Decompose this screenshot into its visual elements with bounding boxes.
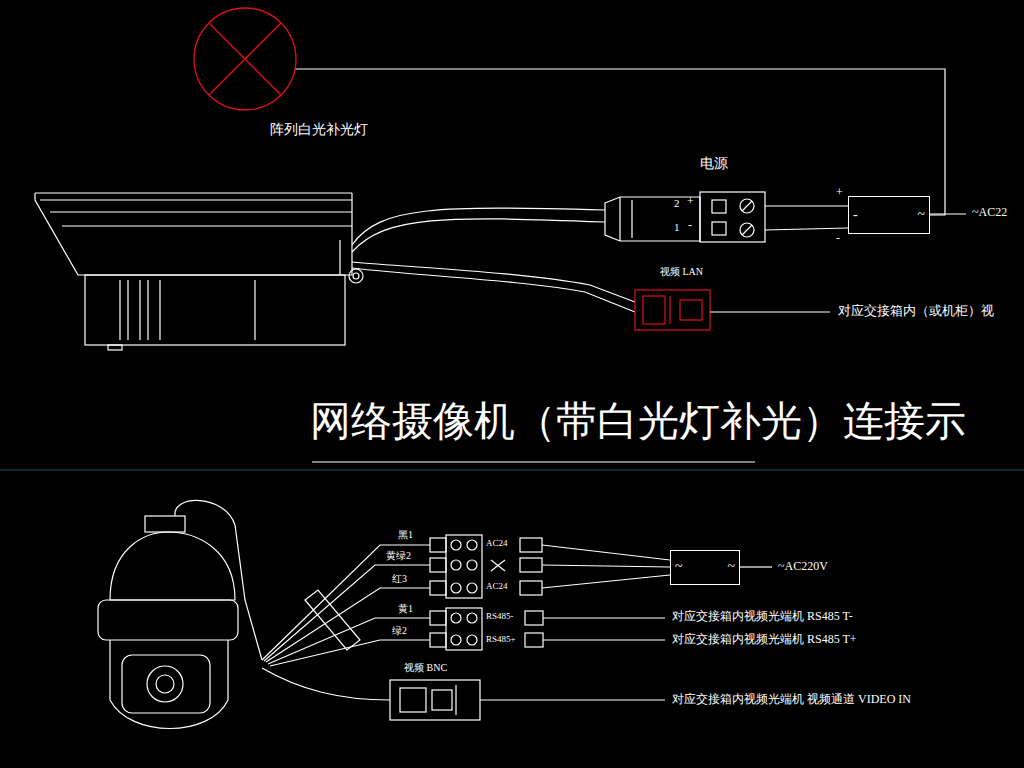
bullet-camera bbox=[35, 193, 363, 350]
leader-line bbox=[710, 311, 830, 312]
dome-camera bbox=[98, 500, 262, 728]
wire-color: 黑1 bbox=[398, 529, 413, 541]
terminal-name: RS485- bbox=[486, 611, 514, 621]
supply-label: ~AC22 bbox=[972, 206, 1007, 220]
symbol-text: ~ bbox=[675, 559, 683, 575]
polarity-sign: + bbox=[836, 186, 843, 200]
cable bbox=[352, 208, 635, 312]
lamp-circle: 阵列白光补光灯 bbox=[190, 4, 400, 144]
power-label: 电源 bbox=[700, 156, 728, 172]
terminal-name: AC24 bbox=[486, 581, 508, 591]
power-wire bbox=[295, 69, 945, 215]
supply-box: -~ bbox=[848, 196, 930, 234]
symbol-text: - bbox=[853, 207, 858, 223]
port-label: 视频 BNC bbox=[404, 662, 447, 674]
separator bbox=[0, 469, 1024, 470]
wire bbox=[262, 545, 430, 700]
supply-box: ~~ bbox=[670, 550, 740, 585]
symbol-text: ~ bbox=[917, 207, 925, 223]
lamp-label: 阵列白光补光灯 bbox=[270, 122, 368, 138]
symbol-text: ~ bbox=[727, 559, 735, 575]
pin-number: 1 bbox=[674, 221, 680, 234]
pin-number: 2 bbox=[674, 197, 680, 210]
pin-sign: + bbox=[687, 195, 694, 209]
lamp-symbol bbox=[192, 6, 298, 112]
supply-label: ~AC220V bbox=[778, 560, 828, 574]
power-plug bbox=[605, 192, 966, 242]
port-label: 视频 LAN bbox=[660, 266, 703, 278]
terminal-name: AC24 bbox=[486, 538, 508, 548]
destination-note: 对应交接箱内视频光端机 RS485 T- bbox=[672, 610, 853, 624]
wire-color: 绿2 bbox=[392, 625, 407, 637]
title-underline bbox=[312, 461, 755, 462]
wire-color: 黄1 bbox=[398, 603, 413, 615]
wire-color: 红3 bbox=[392, 573, 407, 585]
polarity-sign: - bbox=[836, 232, 840, 246]
destination-note: 对应交接箱内（或机柜）视 bbox=[838, 304, 994, 319]
destination-note: 对应交接箱内视频光端机 RS485 T+ bbox=[672, 633, 857, 647]
pin-sign: - bbox=[688, 219, 692, 233]
bnc-connector bbox=[390, 680, 665, 720]
wire-color: 黄绿2 bbox=[386, 550, 411, 562]
destination-note: 对应交接箱内视频光端机 视频通道 VIDEO IN bbox=[672, 693, 911, 707]
figure-title: 网络摄像机（带白光灯补光）连接示 bbox=[310, 398, 966, 445]
terminal-name: RS485+ bbox=[486, 634, 516, 644]
lan-connector bbox=[635, 290, 710, 330]
